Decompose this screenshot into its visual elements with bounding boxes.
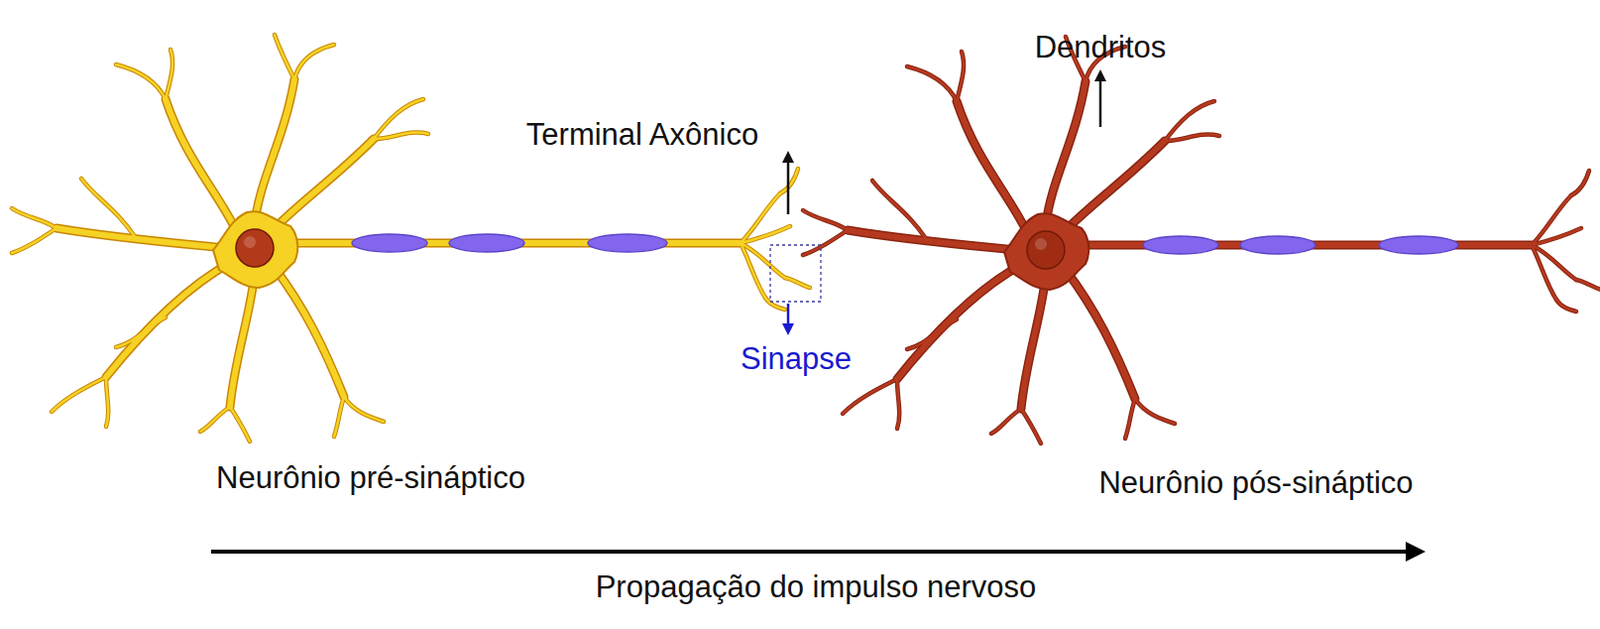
postsynaptic-neuron [802,36,1600,444]
flow-caption: Propagação do impulso nervoso [595,569,1037,605]
leader-arrows [782,69,1107,336]
presynaptic-neuron [11,34,810,442]
neuron-name: Neurônio pré-sináptico [216,459,526,496]
terminal-label: Terminal Axônico [526,116,759,153]
propagation-arrow [211,541,1426,562]
synapse-box [770,244,821,302]
synapse-label: Sinapse [740,341,852,377]
dendrite-label: Dendritos [1034,29,1167,66]
neuron-name: Neurônio pós-sináptico [1098,464,1413,501]
